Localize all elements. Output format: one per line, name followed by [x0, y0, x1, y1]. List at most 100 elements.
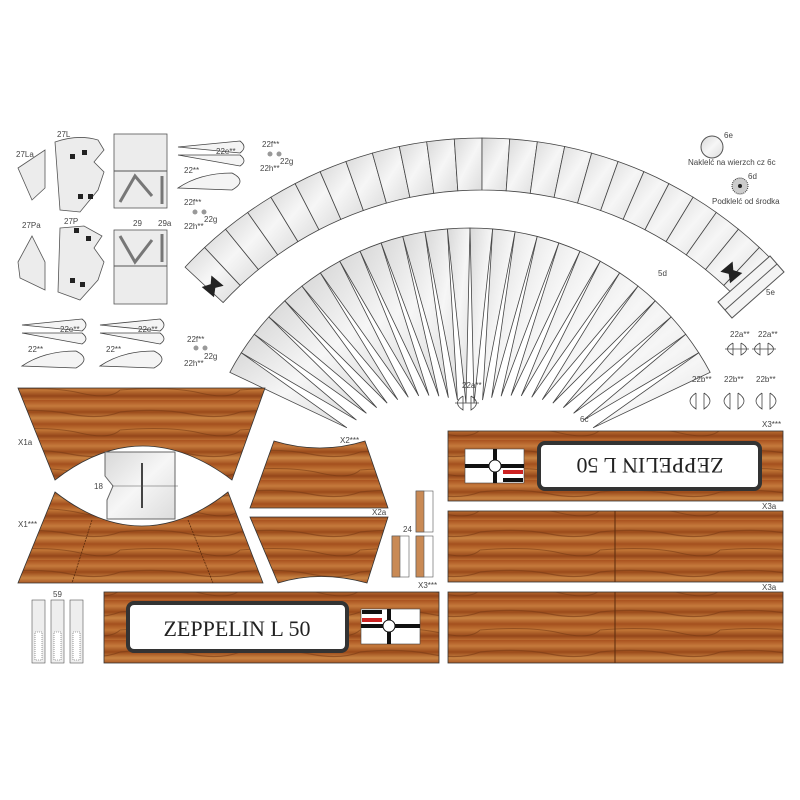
svg-text:22e**: 22e**: [138, 325, 158, 334]
part-X1a: X1a: [17, 387, 266, 481]
svg-text:5d: 5d: [658, 269, 667, 278]
fan-segment: [339, 250, 420, 397]
fan-segment: [284, 285, 388, 404]
fan-segment: [510, 242, 581, 396]
fan-segment: [424, 228, 458, 401]
iron-cross-icon: [201, 261, 743, 298]
svg-text:22g: 22g: [204, 352, 217, 361]
fan-segment: [541, 272, 639, 400]
svg-text:6d: 6d: [748, 172, 757, 181]
part-18: 18: [94, 451, 178, 520]
svg-text:22f**: 22f**: [184, 198, 201, 207]
svg-text:6e: 6e: [724, 131, 733, 140]
svg-text:X3a: X3a: [762, 583, 777, 592]
fan-segment: [500, 235, 560, 397]
fan-segment: [552, 285, 656, 404]
wing-profiles-22: [20, 140, 245, 369]
part-5d-arc-band: [184, 137, 780, 304]
svg-text:22h**: 22h**: [184, 222, 204, 231]
svg-text:27P: 27P: [64, 217, 78, 226]
svg-text:X2***: X2***: [340, 436, 359, 445]
svg-text:22h**: 22h**: [184, 359, 204, 368]
part-6d: 6d Podklelć od środka: [712, 172, 780, 206]
svg-text:22**: 22**: [106, 345, 121, 354]
part-29-upper: [113, 133, 168, 209]
fan-segment: [301, 272, 399, 400]
svg-text:X3***: X3***: [762, 420, 781, 429]
svg-text:22f**: 22f**: [187, 335, 204, 344]
part-24: 24: [391, 490, 434, 578]
svg-text:22e**: 22e**: [60, 325, 80, 334]
svg-text:22a**: 22a**: [462, 381, 482, 390]
svg-text:X3***: X3***: [418, 581, 437, 590]
svg-text:27L: 27L: [57, 130, 71, 139]
part-X1: X1***: [17, 491, 264, 584]
part-27La: 27La: [16, 149, 46, 201]
fan-segment: [562, 300, 672, 409]
fan-segment: [240, 333, 357, 421]
svg-text:X2a: X2a: [372, 508, 387, 517]
part-27L: 27L: [54, 130, 105, 213]
fan-segment: [573, 316, 687, 414]
part-6c-fan: [229, 227, 711, 429]
svg-text:29: 29: [133, 219, 142, 228]
svg-text:Naklelć na wierzch cz 6c: Naklelć na wierzch cz 6c: [688, 158, 776, 167]
svg-text:27Pa: 27Pa: [22, 221, 41, 230]
part-X2a: X2a: [249, 508, 389, 584]
fan-segment: [253, 316, 367, 414]
svg-text:X3a: X3a: [762, 502, 777, 511]
fan-segment: [520, 250, 601, 397]
fan-segment: [592, 352, 711, 429]
fan-segment: [380, 235, 440, 397]
fan-segment: [491, 231, 538, 398]
part-X3-bottom: ZEPPELIN L 50 X3***: [103, 581, 440, 664]
fan-segment: [583, 333, 700, 421]
svg-text:22a**: 22a**: [730, 330, 750, 339]
part-X2: X2***: [249, 436, 389, 509]
fan-segment: [268, 300, 378, 409]
svg-text:Podklelć od środka: Podklelć od środka: [712, 197, 780, 206]
part-6e: 6e Naklelć na wierzch cz 6c: [688, 131, 776, 167]
svg-text:22g: 22g: [204, 215, 217, 224]
arc-segment: [453, 137, 483, 192]
svg-text:22e**: 22e**: [216, 147, 236, 156]
fan-segment: [446, 227, 471, 404]
svg-text:29a: 29a: [158, 219, 172, 228]
part-27Pa: 27Pa: [17, 221, 46, 291]
imperial-war-ensign-flag: [464, 448, 525, 484]
arc-segment: [481, 137, 511, 192]
svg-text:22g: 22g: [280, 157, 293, 166]
fan-segment: [229, 352, 348, 429]
fan-segment: [402, 231, 449, 398]
part-27P: 27P: [57, 217, 105, 301]
svg-text:22**: 22**: [28, 345, 43, 354]
svg-text:22f**: 22f**: [262, 140, 279, 149]
fan-segment: [359, 242, 430, 396]
svg-text:27La: 27La: [16, 150, 34, 159]
fan-segment: [469, 227, 494, 404]
fan-segment: [482, 228, 516, 401]
small-parts-22ab: [455, 342, 777, 411]
part-X3a-2: X3a: [447, 583, 784, 664]
svg-text:22**: 22**: [184, 166, 199, 175]
part-59: 59: [31, 590, 84, 664]
svg-text:5e: 5e: [766, 288, 775, 297]
svg-text:22b**: 22b**: [692, 375, 712, 384]
part-29: 29 29a: [113, 219, 172, 305]
nameplate-text: ZEPPELIN L 50: [163, 616, 310, 641]
part-5e: 5e: [717, 255, 785, 319]
svg-text:18: 18: [94, 482, 103, 491]
svg-text:22b**: 22b**: [756, 375, 776, 384]
part-X3-top: ZEPPELIN L 50 X3***: [447, 420, 784, 502]
imperial-war-ensign-flag: [360, 608, 421, 645]
svg-text:59: 59: [53, 590, 62, 599]
fan-segment: [531, 260, 621, 398]
svg-text:6c: 6c: [580, 415, 588, 424]
svg-text:22h**: 22h**: [260, 164, 280, 173]
nameplate-text-inverted: ZEPPELIN L 50: [576, 453, 723, 478]
part-X3a-1: X3a: [447, 502, 784, 583]
svg-text:X1***: X1***: [18, 520, 37, 529]
svg-text:X1a: X1a: [18, 438, 33, 447]
svg-text:24: 24: [403, 525, 412, 534]
